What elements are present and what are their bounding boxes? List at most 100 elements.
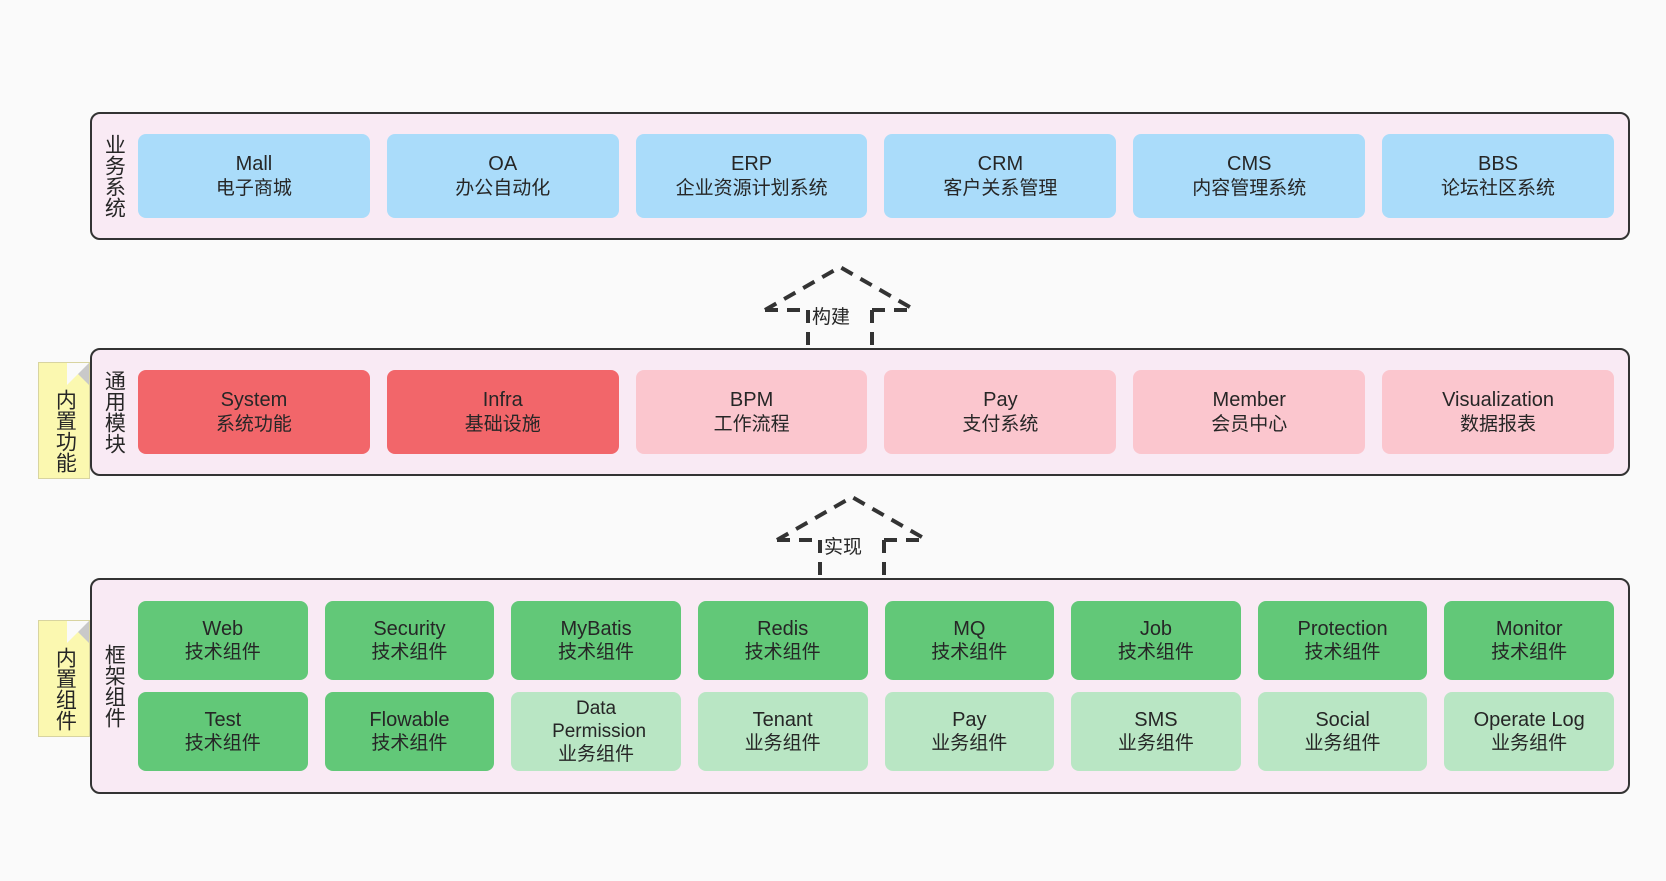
- module-name-en: Social: [1315, 708, 1370, 731]
- module-name-cn: 技术组件: [371, 733, 448, 755]
- layer-body-business-system: Mall 电子商城 OA 办公自动化 ERP 企业资源计划系统 CRM 客户关系…: [134, 114, 1628, 238]
- module-box-social[interactable]: Social 业务组件: [1257, 692, 1428, 771]
- module-name-en: SMS: [1134, 708, 1178, 731]
- module-name-cn: 技术组件: [1117, 642, 1194, 664]
- module-name-en: Tenant: [752, 708, 813, 731]
- module-name-cn: 业务组件: [931, 733, 1008, 755]
- module-name-cn: 技术组件: [744, 642, 821, 664]
- module-box-bbs[interactable]: BBS 论坛社区系统: [1382, 134, 1614, 218]
- layer-row: Mall 电子商城 OA 办公自动化 ERP 企业资源计划系统 CRM 客户关系…: [138, 134, 1614, 218]
- module-name-en: Protection: [1297, 617, 1388, 640]
- module-box-crm[interactable]: CRM 客户关系管理: [884, 134, 1117, 218]
- module-name-cn: 论坛社区系统: [1441, 177, 1556, 199]
- layer-body-framework-component: Web 技术组件 Security 技术组件 MyBatis 技术组件 Redi…: [134, 580, 1628, 792]
- module-name-cn: 办公自动化: [455, 177, 551, 199]
- module-box-infra[interactable]: Infra 基础设施: [386, 370, 619, 454]
- module-name-cn: 业务组件: [558, 744, 635, 766]
- module-name-cn: 技术组件: [184, 733, 261, 755]
- module-box-test[interactable]: Test 技术组件: [138, 692, 308, 771]
- module-box-flowable[interactable]: Flowable 技术组件: [324, 692, 495, 771]
- module-name-cn: 电子商城: [215, 177, 292, 199]
- layer-title-business-system: 业务系统: [102, 134, 126, 218]
- module-name-en: Pay: [952, 708, 987, 731]
- module-box-redis[interactable]: Redis 技术组件: [697, 601, 868, 680]
- module-name-en: CRM: [977, 153, 1024, 176]
- module-name-en: OA: [488, 153, 518, 176]
- module-name-cn: 技术组件: [1304, 642, 1381, 664]
- module-name-cn: 技术组件: [558, 642, 635, 664]
- module-box-mybatis[interactable]: MyBatis 技术组件: [511, 601, 681, 680]
- module-name-en: Test: [204, 708, 242, 731]
- module-box-web[interactable]: Web 技术组件: [138, 601, 308, 680]
- module-box-job[interactable]: Job 技术组件: [1071, 601, 1241, 680]
- module-name-cn: 企业资源计划系统: [675, 177, 828, 199]
- module-box-pay-component[interactable]: Pay 业务组件: [884, 692, 1055, 771]
- module-name-en: Infra: [482, 389, 523, 412]
- layer-row: System 系统功能 Infra 基础设施 BPM 工作流程 Pay 支付系统…: [138, 370, 1614, 454]
- connector-implement-label: 实现: [824, 537, 863, 558]
- layer-title-framework-component: 框架组件: [102, 644, 126, 728]
- module-box-member[interactable]: Member 会员中心: [1133, 370, 1366, 454]
- module-box-tenant[interactable]: Tenant 业务组件: [697, 692, 868, 771]
- module-name-cn: 会员中心: [1211, 413, 1288, 435]
- module-name-cn: 业务组件: [1491, 733, 1568, 755]
- module-name-cn: 技术组件: [371, 642, 448, 664]
- module-name-cn: 系统功能: [215, 413, 292, 435]
- module-box-protection[interactable]: Protection 技术组件: [1257, 601, 1428, 680]
- layer-business-system: 业务系统 Mall 电子商城 OA 办公自动化 ERP 企业资源计划系统 CRM…: [90, 112, 1630, 240]
- module-name-en: Pay: [983, 389, 1018, 412]
- connector-build-label: 构建: [812, 307, 851, 328]
- connector-implement: 实现: [772, 492, 932, 582]
- module-box-pay[interactable]: Pay 支付系统: [884, 370, 1117, 454]
- module-name-cn: 支付系统: [962, 413, 1039, 435]
- module-box-mq[interactable]: MQ 技术组件: [884, 601, 1055, 680]
- note-builtin-component: 内置组件: [38, 620, 90, 737]
- note-text: 内置组件: [53, 646, 77, 731]
- module-box-erp[interactable]: ERP 企业资源计划系统: [635, 134, 868, 218]
- module-name-en: Operate Log: [1473, 708, 1585, 731]
- module-name-en: Redis: [757, 617, 809, 640]
- module-name-en: BPM: [729, 389, 774, 412]
- module-name-en: Mall: [235, 153, 273, 176]
- module-name-cn: 客户关系管理: [943, 177, 1058, 199]
- note-fold-cut: [67, 363, 89, 385]
- layer-row: Test 技术组件 Flowable 技术组件 Data Permission …: [138, 692, 1614, 771]
- module-box-mall[interactable]: Mall 电子商城: [138, 134, 370, 218]
- layer-common-module: 通用模块 System 系统功能 Infra 基础设施 BPM 工作流程 Pay…: [90, 348, 1630, 476]
- connector-build: 构建: [760, 262, 920, 352]
- module-name-cn: 数据报表: [1460, 413, 1537, 435]
- module-name-en: Monitor: [1495, 617, 1563, 640]
- module-box-sms[interactable]: SMS 业务组件: [1071, 692, 1241, 771]
- module-box-bpm[interactable]: BPM 工作流程: [635, 370, 868, 454]
- module-box-operate-log[interactable]: Operate Log 业务组件: [1444, 692, 1614, 771]
- module-name-en: System: [220, 389, 288, 412]
- module-name-cn: 基础设施: [464, 413, 541, 435]
- module-name-en: Visualization: [1442, 389, 1555, 412]
- module-box-security[interactable]: Security 技术组件: [324, 601, 495, 680]
- module-box-visualization[interactable]: Visualization 数据报表: [1382, 370, 1614, 454]
- module-name-en: MQ: [953, 617, 986, 640]
- module-name-cn: 工作流程: [713, 413, 790, 435]
- module-box-system[interactable]: System 系统功能: [138, 370, 370, 454]
- module-box-monitor[interactable]: Monitor 技术组件: [1444, 601, 1614, 680]
- layer-body-common-module: System 系统功能 Infra 基础设施 BPM 工作流程 Pay 支付系统…: [134, 350, 1628, 474]
- note-text: 内置功能: [53, 388, 77, 473]
- module-name-en: BBS: [1478, 153, 1519, 176]
- layer-row: Web 技术组件 Security 技术组件 MyBatis 技术组件 Redi…: [138, 601, 1614, 680]
- module-name-en: Flowable: [369, 708, 450, 731]
- module-name-en: Job: [1139, 617, 1173, 640]
- module-name-cn: 技术组件: [184, 642, 261, 664]
- module-name-en: Web: [202, 617, 244, 640]
- module-name-cn: 业务组件: [1117, 733, 1194, 755]
- module-name-cn: 业务组件: [744, 733, 821, 755]
- module-box-oa[interactable]: OA 办公自动化: [386, 134, 619, 218]
- module-box-cms[interactable]: CMS 内容管理系统: [1133, 134, 1366, 218]
- module-name-en: ERP: [731, 153, 773, 176]
- module-name-cn: 技术组件: [1491, 642, 1568, 664]
- module-name-cn: 内容管理系统: [1192, 177, 1307, 199]
- layer-framework-component: 框架组件 Web 技术组件 Security 技术组件 MyBatis 技术组件…: [90, 578, 1630, 794]
- module-name-en: Security: [373, 617, 446, 640]
- layer-title-common-module: 通用模块: [102, 370, 126, 454]
- module-box-data-permission[interactable]: Data Permission 业务组件: [511, 692, 681, 771]
- module-name-en: Member: [1212, 389, 1286, 412]
